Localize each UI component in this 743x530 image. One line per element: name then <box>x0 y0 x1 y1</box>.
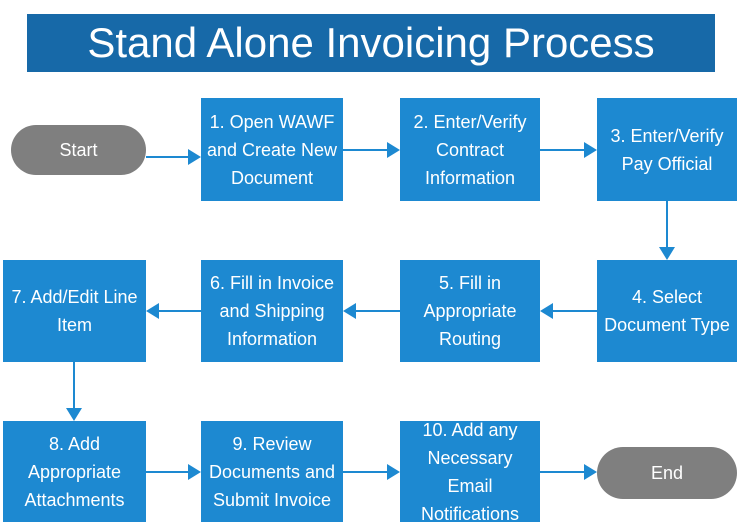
connector-step8-to-step9 <box>146 464 201 480</box>
diagram-title: Stand Alone Invoicing Process <box>87 19 655 66</box>
node-step8-label: 8. Add Appropriate Attachments <box>24 433 125 510</box>
connector-step1-to-step2 <box>343 142 400 158</box>
node-step2-label: 2. Enter/Verify Contract Information <box>413 111 527 188</box>
node-step7-label: 7. Add/Edit Line Item <box>11 287 138 335</box>
arrowhead-down-icon <box>659 247 675 260</box>
node-end-label: End <box>650 463 684 483</box>
connector-start-to-step1 <box>146 149 201 165</box>
connector-step5-to-step6 <box>343 303 400 319</box>
arrowhead-right-icon <box>584 142 597 158</box>
node-step7[interactable]: 7. Add/Edit Line Item <box>3 260 146 362</box>
arrowhead-left-icon <box>146 303 159 319</box>
arrowhead-right-icon <box>387 142 400 158</box>
diagram-title-banner: Stand Alone Invoicing Process <box>27 14 715 72</box>
node-step5[interactable]: 5. Fill in Appropriate Routing <box>400 260 540 362</box>
connector-line <box>73 362 75 408</box>
node-step1-label: 1. Open WAWF and Create New Document <box>206 111 338 188</box>
node-step5-label: 5. Fill in Appropriate Routing <box>423 273 517 349</box>
node-step4-label: 4. Select Document Type <box>604 287 730 335</box>
arrowhead-down-icon <box>66 408 82 421</box>
connector-line <box>540 471 584 473</box>
node-step3-label: 3. Enter/Verify Pay Official <box>610 125 724 174</box>
arrowhead-right-icon <box>387 464 400 480</box>
node-step9-label: 9. Review Documents and Submit Invoice <box>208 433 336 510</box>
connector-line <box>356 310 400 312</box>
connector-line <box>146 471 188 473</box>
node-step8[interactable]: 8. Add Appropriate Attachments <box>3 421 146 522</box>
connector-step9-to-step10 <box>343 464 400 480</box>
arrowhead-right-icon <box>188 149 201 165</box>
node-start-label: Start <box>59 140 98 160</box>
connector-step3-to-step4 <box>659 201 675 260</box>
arrowhead-right-icon <box>188 464 201 480</box>
node-step3[interactable]: 3. Enter/Verify Pay Official <box>597 98 737 201</box>
connector-line <box>553 310 597 312</box>
connector-step7-to-step8 <box>66 362 82 421</box>
connector-step10-to-end <box>540 464 597 480</box>
node-step4[interactable]: 4. Select Document Type <box>597 260 737 362</box>
connector-step6-to-step7 <box>146 303 201 319</box>
connector-step4-to-step5 <box>540 303 597 319</box>
node-step9[interactable]: 9. Review Documents and Submit Invoice <box>201 421 343 522</box>
connector-line <box>666 201 668 247</box>
node-step6[interactable]: 6. Fill in Invoice and Shipping Informat… <box>201 260 343 362</box>
connector-line <box>159 310 201 312</box>
node-step10[interactable]: 10. Add any Necessary Email Notification… <box>400 420 540 524</box>
connector-step2-to-step3 <box>540 142 597 158</box>
node-start[interactable]: Start <box>11 125 146 175</box>
arrowhead-right-icon <box>584 464 597 480</box>
connector-line <box>343 471 387 473</box>
node-step1[interactable]: 1. Open WAWF and Create New Document <box>201 98 343 201</box>
arrowhead-left-icon <box>343 303 356 319</box>
node-step6-label: 6. Fill in Invoice and Shipping Informat… <box>209 273 335 349</box>
node-step2[interactable]: 2. Enter/Verify Contract Information <box>400 98 540 201</box>
connector-line <box>540 149 584 151</box>
connector-line <box>146 156 188 158</box>
arrowhead-left-icon <box>540 303 553 319</box>
node-end[interactable]: End <box>597 447 737 499</box>
connector-line <box>343 149 387 151</box>
node-step10-label: 10. Add any Necessary Email Notification… <box>420 419 520 524</box>
